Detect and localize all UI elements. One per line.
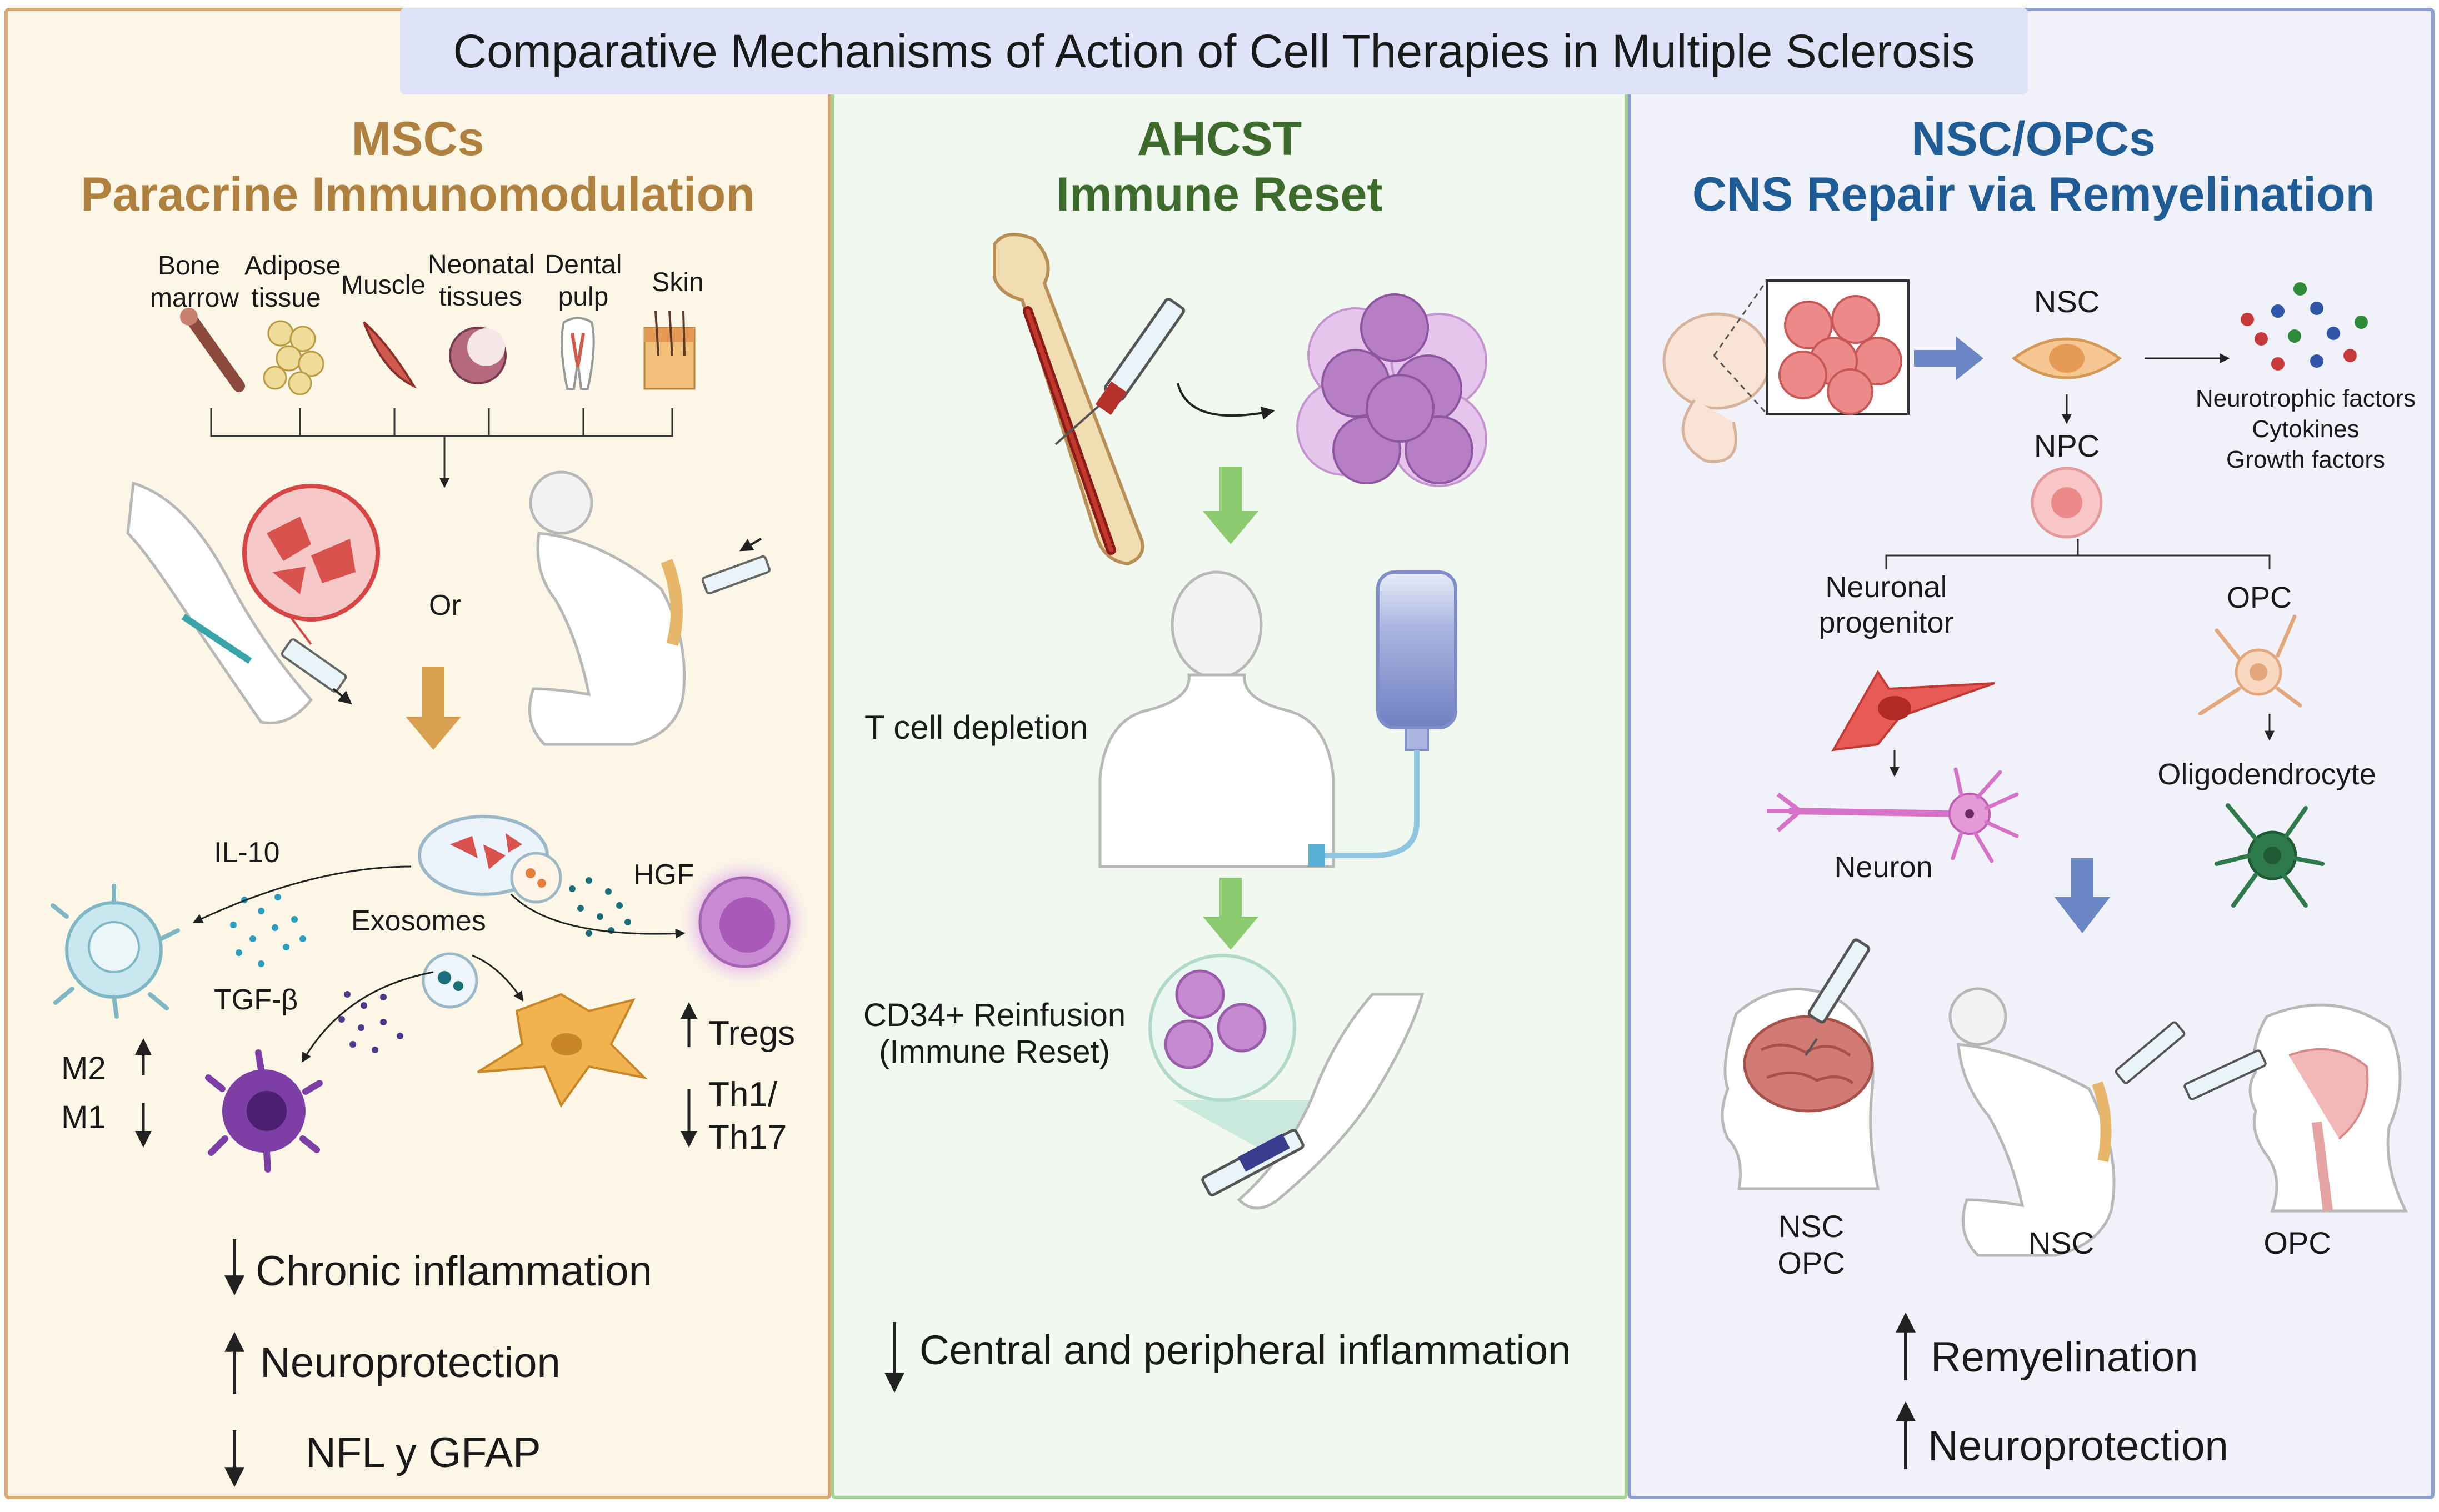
macrophage-icon (51, 884, 180, 1019)
route-brain-line1: NSC (1778, 1209, 1845, 1244)
source-label-adipose: Adipose tissue (244, 251, 341, 313)
stem-cell-cluster-icon (1296, 293, 1487, 487)
route-brain-label: NSC OPC (1756, 1208, 1867, 1281)
factor-growth: Growth factors (2226, 446, 2386, 473)
source-label-bone-marrow: Bone marrow (150, 251, 239, 313)
skin-icon (643, 311, 696, 390)
ahcst-heading-line2: Immune Reset (1056, 168, 1383, 221)
nsc-label: NSC (2033, 284, 2100, 319)
route-spinal-label: NSC (2028, 1225, 2095, 1260)
cd34-reinfusion-line2: (Immune Reset) (879, 1034, 1110, 1070)
secreted-factors-icon (2241, 282, 2368, 371)
treg-cell-icon (681, 858, 808, 986)
patient-torso-illustration (1098, 570, 1335, 868)
tregs-label: Tregs (708, 1014, 796, 1053)
iv-bag-icon (1308, 570, 1457, 867)
source-label-muscle: Muscle (341, 271, 426, 300)
bone-marrow-syringe-icon (1054, 298, 1186, 445)
cd34-cells-zoom-icon (1148, 954, 1345, 1150)
t-cell-depletion-label: T cell depletion (864, 709, 1088, 746)
outcome-central-peripheral-inflammation: Central and peripheral inflammation (919, 1327, 1571, 1373)
ahcst-heading-line1: AHCST (1137, 112, 1302, 166)
petri-dish-icon (418, 815, 562, 904)
neuronal-progenitor-label: Neuronal progenitor (1795, 569, 1978, 640)
th1-label: Th1/ (708, 1075, 778, 1114)
bone-icon (180, 308, 245, 392)
msc-heading: MSCs Paracrine Immunomodulation (60, 111, 776, 222)
th17-label: Th17 (708, 1118, 787, 1156)
exosomes-label: Exosomes (351, 905, 486, 937)
source-label-dental: Dental pulp (544, 250, 622, 312)
or-label: Or (429, 589, 461, 622)
msc-panel (4, 8, 831, 1499)
brain-injection-illustration (1721, 938, 1880, 1190)
route-brain-line2: OPC (1777, 1245, 1845, 1280)
neuron-icon (1767, 767, 2019, 863)
placenta-icon (449, 327, 507, 384)
il10-label: IL-10 (214, 837, 280, 869)
arm-injection-illustration (126, 481, 380, 725)
opc-cell-icon (2198, 614, 2302, 716)
source-label-neonatal: Neonatal tissues (428, 250, 535, 312)
npc-cell-icon (2031, 467, 2103, 539)
factor-cytokines: Cytokines (2252, 415, 2360, 443)
ahcst-heading: AHCST Immune Reset (856, 111, 1583, 222)
factor-neurotrophic: Neurotrophic factors (2195, 385, 2416, 412)
nsc-opc-heading-line1: NSC/OPCs (1911, 112, 2156, 166)
fetus-icon (1662, 312, 1771, 463)
source-label-skin: Skin (652, 268, 704, 297)
figure-title: Comparative Mechanisms of Action of Cell… (400, 8, 2028, 94)
outcome-remyelination: Remyelination (1931, 1334, 2198, 1381)
glial-cell-icon (477, 993, 648, 1108)
msc-heading-line2: Paracrine Immunomodulation (81, 168, 755, 221)
tooth-icon (561, 317, 595, 390)
outcome-neuroprotection-nsc: Neuroprotection (1928, 1423, 2228, 1470)
seated-patient-illustration (1948, 987, 2186, 1257)
exosome-icon (422, 952, 478, 1009)
npc-label: NPC (2033, 428, 2100, 463)
cd34-reinfusion-label: CD34+ Reinfusion (Immune Reset) (856, 997, 1133, 1070)
neuronal-progenitor-line2: progenitor (1818, 606, 1954, 639)
msc-heading-line1: MSCs (351, 112, 484, 166)
m1-label: M1 (61, 1099, 106, 1135)
nsc-opc-heading: NSC/OPCs CNS Repair via Remyelination (1656, 111, 2411, 222)
outcome-chronic-inflammation: Chronic inflammation (256, 1248, 652, 1295)
reinfusion-arm-illustration (1201, 993, 1425, 1210)
muscle-icon (363, 321, 417, 389)
femur-icon (993, 233, 1144, 566)
nsc-opc-heading-line2: CNS Repair via Remyelination (1692, 168, 2375, 221)
neuron-label: Neuron (1834, 850, 1933, 884)
tgfb-label: TGF-β (214, 984, 298, 1016)
nsc-cell-icon (2011, 337, 2122, 379)
dendritic-cell-icon (205, 1049, 323, 1173)
outcome-neuroprotection-msc: Neuroprotection (260, 1339, 561, 1386)
opc-label: OPC (2227, 581, 2292, 614)
nsc-opc-panel (1628, 8, 2435, 1499)
adipose-icon (263, 320, 324, 395)
oligodendrocyte-icon (2215, 803, 2325, 908)
outcome-nfl-gfap: NFL y GFAP (306, 1429, 541, 1476)
m2-label: M2 (61, 1050, 106, 1087)
factors-list: Neurotrophic factors Cytokines Growth fa… (2178, 383, 2433, 475)
hgf-label: HGF (633, 859, 694, 891)
neuronal-progenitor-icon (1831, 670, 1995, 752)
oligodendrocyte-label: Oligodendrocyte (2157, 758, 2376, 791)
seated-person-illustration (528, 470, 771, 746)
cd34-reinfusion-line1: CD34+ Reinfusion (863, 997, 1126, 1033)
intranasal-route-illustration (2183, 1003, 2408, 1213)
neuronal-progenitor-line1: Neuronal (1825, 570, 1947, 604)
route-intranasal-label: OPC (2263, 1225, 2331, 1260)
